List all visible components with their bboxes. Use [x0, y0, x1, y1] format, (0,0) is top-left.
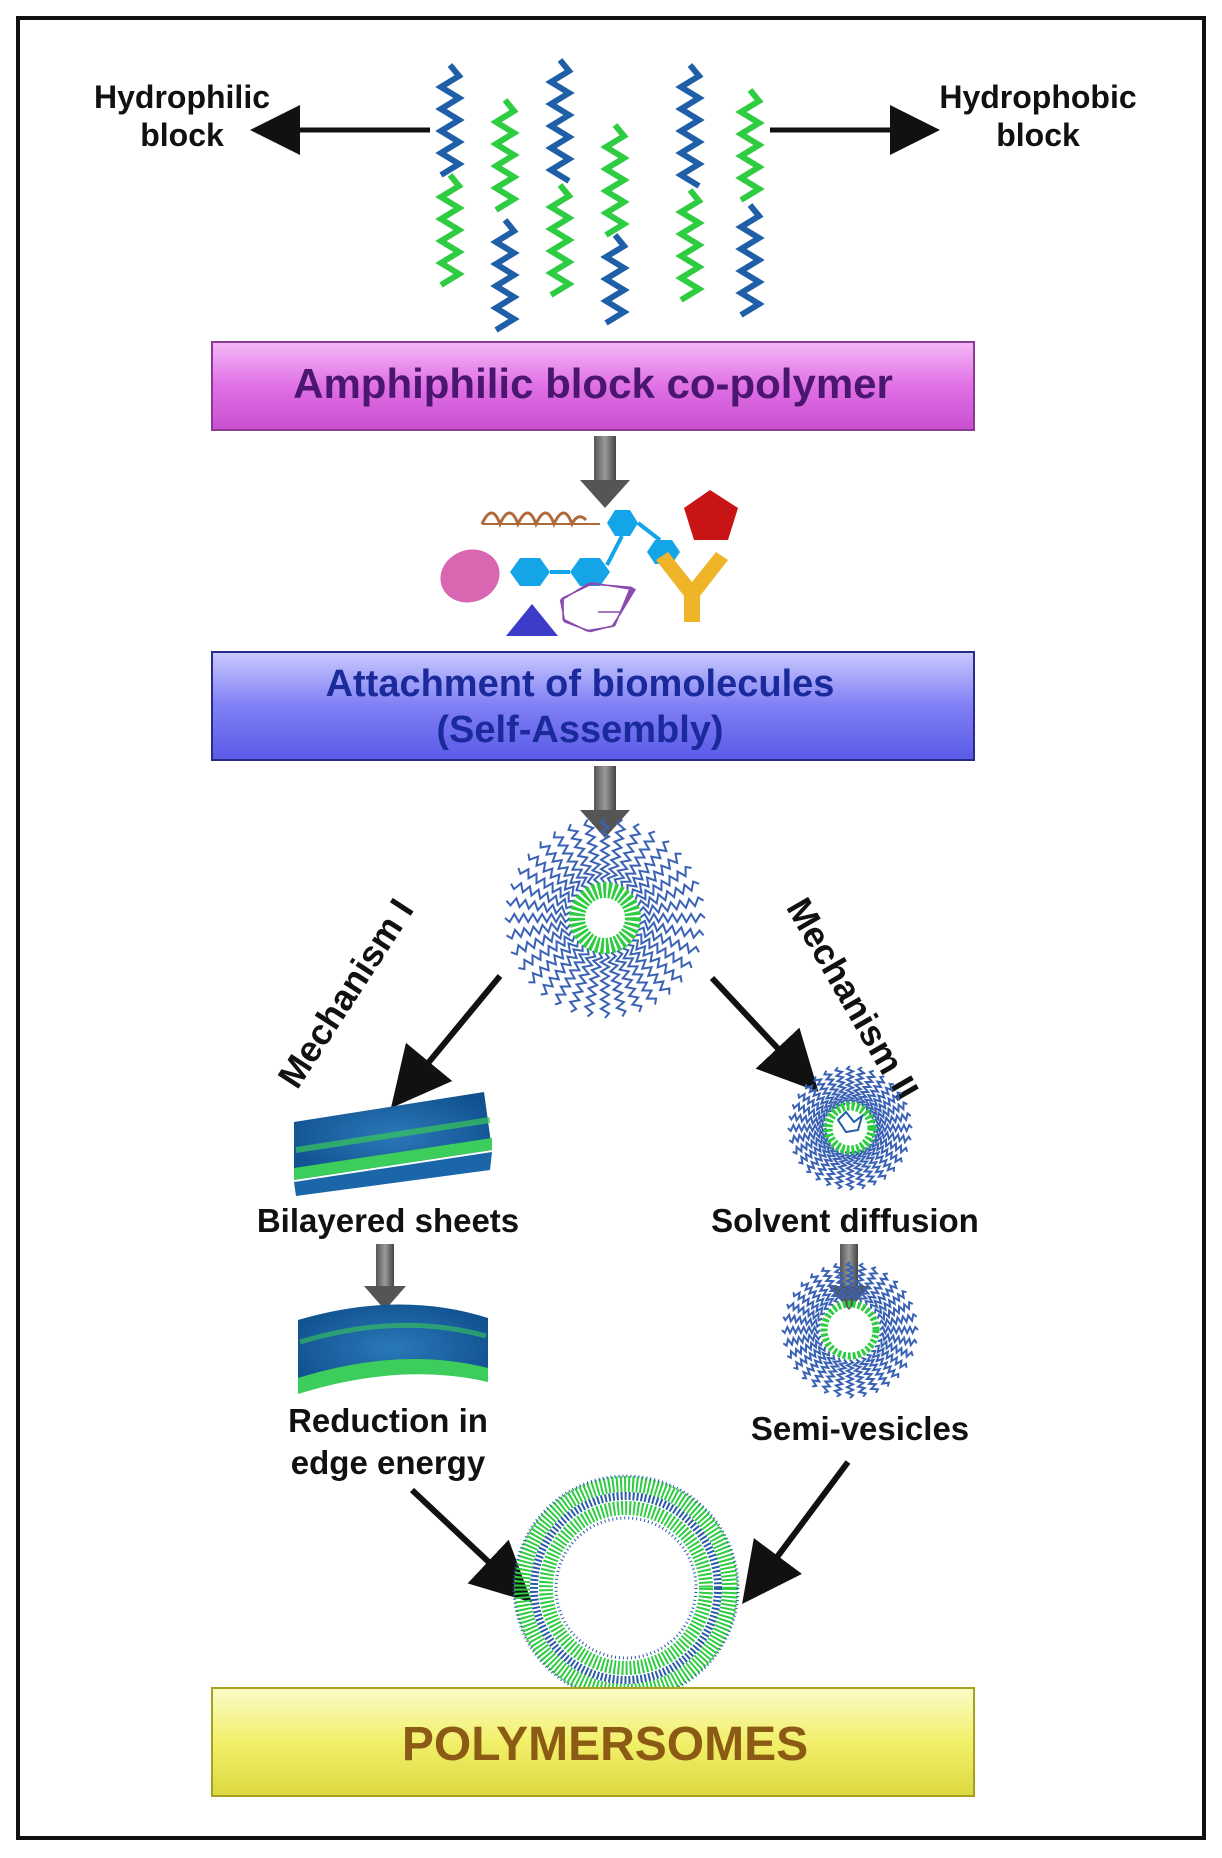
- antibody-y-icon: [656, 552, 728, 622]
- reduction-label-line1: Reduction in: [288, 1402, 488, 1439]
- polymersomes-box-label: POLYMERSOMES: [402, 1718, 808, 1771]
- hydrophobic-label-line1: Hydrophobic: [939, 79, 1136, 115]
- block-arrow-1: [580, 436, 630, 508]
- amphiphilic-box: [211, 341, 975, 431]
- dna-coil-icon: [559, 582, 637, 633]
- arrow-to-bilayer: [390, 974, 503, 1109]
- block-arrow-left: [364, 1244, 406, 1310]
- bilayer-sheet-icon: [294, 1092, 492, 1196]
- hydrophobic-label-line2: block: [996, 117, 1080, 153]
- attachment-box-line1: Attachment of biomolecules: [326, 663, 835, 705]
- pentagon-icon: [684, 490, 738, 540]
- bilayered-sheets-label: Bilayered sheets: [257, 1202, 519, 1239]
- attachment-box: [211, 651, 975, 761]
- triangle-icon: [506, 604, 558, 636]
- biomolecules-cluster: [440, 490, 738, 636]
- reduction-label-line2: edge energy: [291, 1444, 486, 1481]
- outer-frame: [16, 16, 1206, 1840]
- swollen-micelle-icon: [787, 1065, 913, 1191]
- polymersomes-box: [211, 1687, 975, 1797]
- polymersome-vesicle-icon: [512, 1474, 740, 1702]
- semi-vesicles-label: Semi-vesicles: [751, 1410, 969, 1447]
- hydrophilic-label-line2: block: [140, 117, 224, 153]
- curved-sheet-icon: [298, 1304, 488, 1394]
- arrow-to-solvent: [709, 975, 819, 1092]
- ellipse-icon: [440, 549, 500, 603]
- semi-vesicle-icon: [781, 1261, 919, 1399]
- amphiphilic-box-label: Amphiphilic block co-polymer: [293, 360, 893, 407]
- micelle-icon: [504, 817, 706, 1019]
- arrow-left-to-vesicle: [409, 1487, 532, 1603]
- hydrophilic-label-line1: Hydrophilic: [94, 79, 270, 115]
- arrow-right-to-vesicle: [742, 1460, 851, 1605]
- block-copolymer-chains-icon: [435, 58, 765, 333]
- solvent-diffusion-label: Solvent diffusion: [711, 1202, 979, 1239]
- attachment-box-line2: (Self-Assembly): [436, 709, 723, 751]
